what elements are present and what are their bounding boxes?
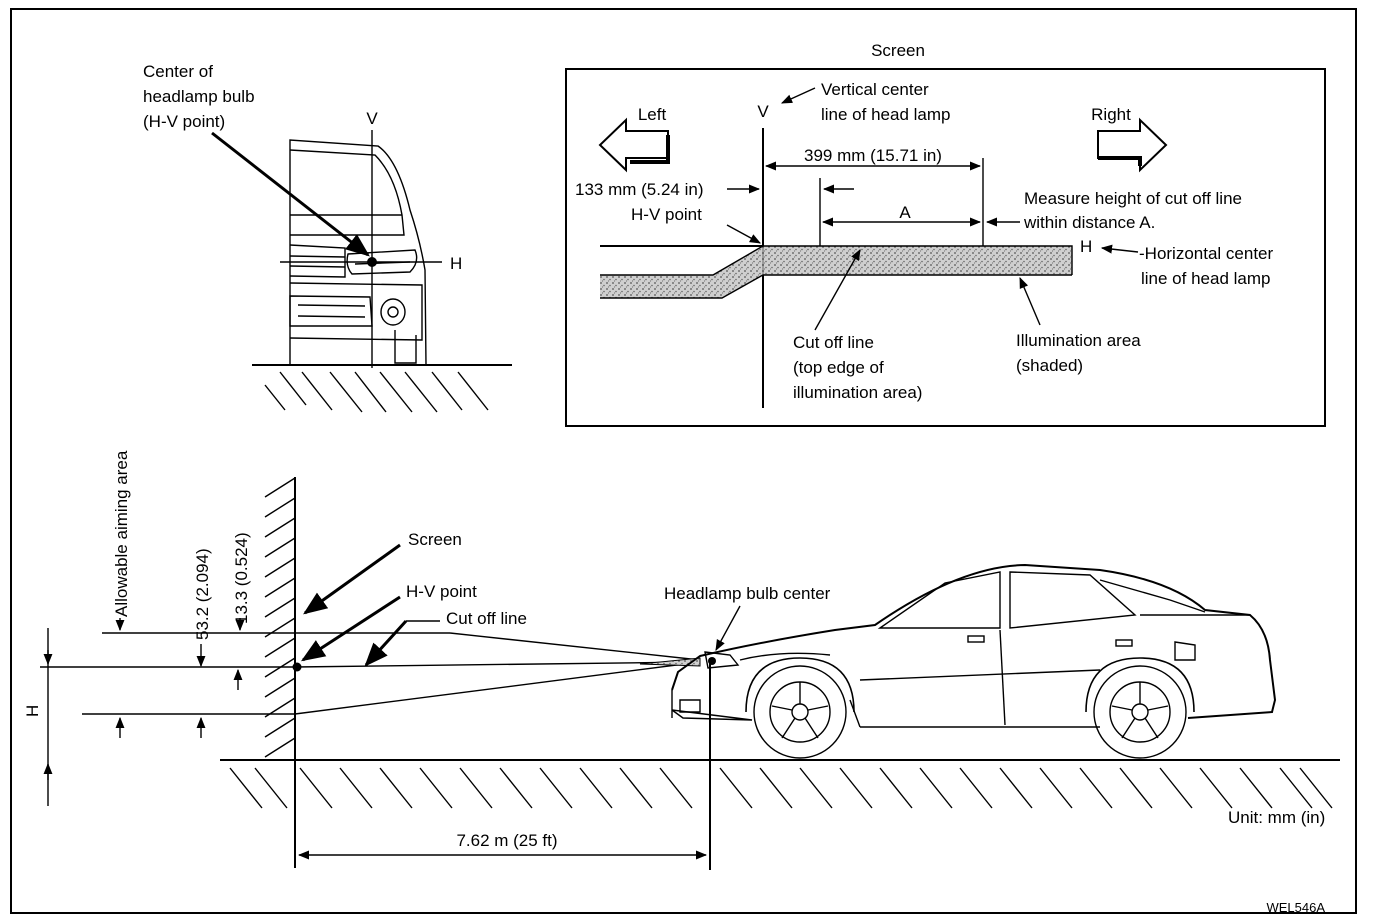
unit-label: Unit: mm (in) [1228, 808, 1325, 827]
screen-inset-box [565, 68, 1326, 427]
center-bulb-label-2: headlamp bulb [143, 87, 255, 106]
car-side [671, 563, 1277, 759]
car-front-outline [289, 139, 427, 366]
horizontal-center-label-2: line of head lamp [1141, 269, 1270, 288]
left-arrow-icon [598, 117, 669, 173]
dim-399-label: 399 mm (15.71 in) [804, 146, 942, 165]
vertical-center-label-2: line of head lamp [821, 105, 950, 124]
cut-off-label-2: (top edge of [793, 358, 884, 377]
cut-off-label-1: Cut off line [793, 333, 874, 352]
side-hv-point-label: H-V point [406, 582, 477, 601]
figure-frame [10, 8, 1357, 914]
front-v-letter: V [366, 109, 378, 128]
screen-inset-title: Screen [871, 41, 925, 60]
side-view: Allowable aiming area 53.2 (2.094) 13.3 … [23, 450, 1340, 870]
cut-off-label-3: illumination area) [793, 383, 922, 402]
front-view: Center of headlamp bulb (H-V point) V H [143, 62, 512, 413]
illumination-area [600, 246, 1072, 298]
illumination-label-2: (shaded) [1016, 356, 1083, 375]
center-bulb-label-1: Center of [143, 62, 213, 81]
headlamp-bulb-center-label: Headlamp bulb center [664, 584, 831, 603]
measure-note-1: Measure height of cut off line [1024, 189, 1242, 208]
center-bulb-label-3: (H-V point) [143, 112, 225, 131]
dim-13-label: 13.3 (0.524) [232, 532, 251, 624]
h-letter: H [1080, 237, 1092, 256]
side-h-letter: H [23, 705, 42, 717]
left-label: Left [638, 105, 667, 124]
illumination-label-1: Illumination area [1016, 331, 1141, 350]
right-label: Right [1091, 105, 1131, 124]
vertical-center-label-1: Vertical center [821, 80, 929, 99]
screen-inset: Screen Left Right V Vertical center line… [565, 41, 1326, 427]
front-h-letter: H [450, 254, 462, 273]
dim-133-label: 133 mm (5.24 in) [575, 180, 704, 199]
right-arrow-icon [1097, 117, 1168, 173]
distance-label: 7.62 m (25 ft) [456, 831, 557, 850]
dim-53-label: 53.2 (2.094) [193, 548, 212, 640]
v-letter: V [757, 102, 769, 121]
measure-note-2: within distance A. [1023, 213, 1155, 232]
horizontal-center-label-1: -Horizontal center [1139, 244, 1274, 263]
a-letter: A [899, 203, 911, 222]
hv-point-label: H-V point [631, 205, 702, 224]
allowable-aiming-label: Allowable aiming area [112, 450, 131, 617]
screen-label: Screen [408, 530, 462, 549]
side-cut-off-label: Cut off line [446, 609, 527, 628]
figure-code: WEL546A [1266, 900, 1325, 915]
